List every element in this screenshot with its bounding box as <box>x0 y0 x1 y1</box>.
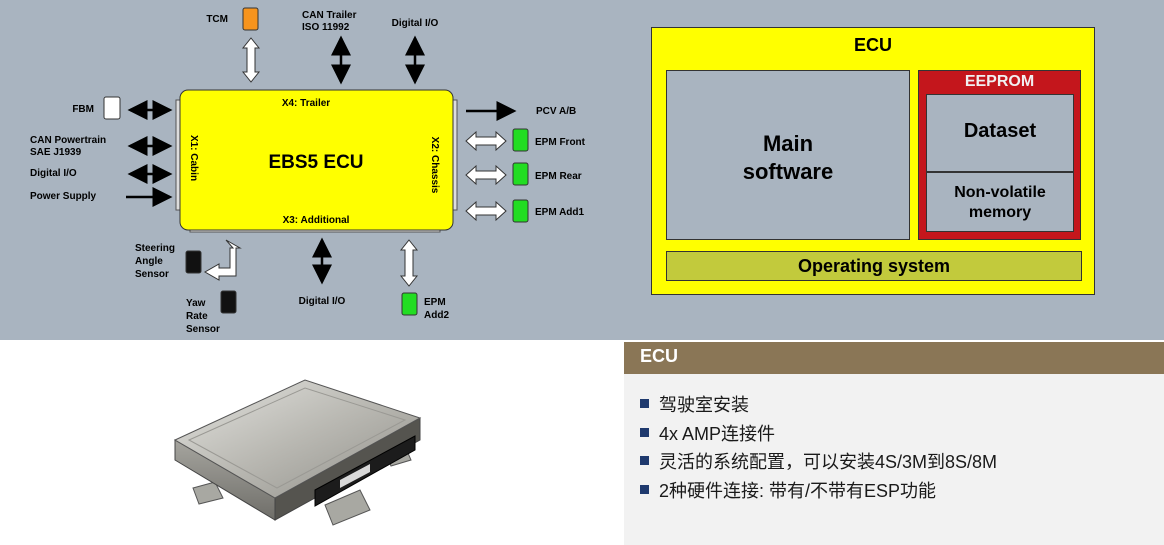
tcm-label: TCM <box>206 14 228 25</box>
epm-front-hollow-arrow-icon <box>465 130 507 152</box>
epm-add2-module-icon <box>401 292 418 316</box>
info-panel-title: ECU <box>640 346 679 366</box>
epm-add2-label-2: Add2 <box>424 310 449 321</box>
nvm-line-1: Non-volatile <box>954 184 1046 201</box>
bullet-square-icon <box>640 427 649 437</box>
main-software-line-2: software <box>742 159 834 184</box>
main-software-box <box>666 70 910 240</box>
feature-bullet: 驾驶室安装 <box>640 394 997 423</box>
non-volatile-memory-box <box>926 172 1074 232</box>
steering-sensor-label-2: Angle <box>135 256 163 267</box>
ecu-title: EBS5 ECU <box>268 152 363 173</box>
steering-sensor-label-3: Sensor <box>135 269 169 280</box>
operating-system-box <box>666 251 1082 281</box>
iso-11992-label: ISO 11992 <box>302 22 350 33</box>
bullet-square-icon <box>640 484 649 494</box>
yaw-sensor-label-3: Sensor <box>186 324 220 335</box>
operating-system-label: Operating system <box>797 256 951 276</box>
info-panel <box>624 342 1164 545</box>
steering-sensor-icon <box>185 250 202 274</box>
epm-front-module-icon <box>512 128 529 152</box>
bottom-digital-io-label: Digital I/O <box>299 296 346 307</box>
yaw-sensor-label-1: Yaw <box>186 298 206 309</box>
epm-add1-module-icon <box>512 199 529 223</box>
can-powertrain-label: CAN Powertrain <box>30 135 106 146</box>
fbm-module-icon <box>103 96 121 120</box>
left-digital-io-label: Digital I/O <box>30 168 77 179</box>
epm-add1-hollow-arrow-icon <box>465 200 507 222</box>
housing-top-lid <box>173 379 422 499</box>
eeprom-label: EEPROM <box>964 73 1035 90</box>
nvm-line-2: memory <box>968 204 1032 221</box>
epm-add2-hollow-arrow-icon <box>399 239 419 287</box>
info-panel-header <box>624 342 1164 374</box>
non-volatile-memory-label: Non-volatile memory <box>926 183 1074 223</box>
port-x2-label: X2: Chassis <box>429 137 440 194</box>
feature-bullet-text: 4x AMP连接件 <box>659 423 776 444</box>
port-x1-label: X1: Cabin <box>188 135 199 181</box>
can-trailer-label: CAN Trailer <box>302 10 357 21</box>
epm-front-label: EPM Front <box>535 137 586 148</box>
feature-bullet-list: 驾驶室安装 4x AMP连接件 灵活的系统配置，可以安装4S/3M到8S/8M … <box>640 394 997 508</box>
steering-sensor-label-1: Steering <box>135 243 175 254</box>
yaw-sensor-icon <box>220 290 237 314</box>
sensor-hollow-arrow-icon <box>203 239 242 281</box>
feature-bullet-text: 2种硬件连接: 带有/不带有ESP功能 <box>659 480 937 501</box>
epm-add2-label-1: EPM <box>424 297 446 308</box>
port-x4-label: X4: Trailer <box>282 98 330 109</box>
main-software-label: Main software <box>666 130 910 186</box>
mounting-flange-left <box>192 481 224 505</box>
top-digital-io-label: Digital I/O <box>392 18 439 29</box>
power-supply-label: Power Supply <box>30 191 97 202</box>
pcv-label: PCV A/B <box>536 106 576 117</box>
dataset-label: Dataset <box>963 120 1037 142</box>
main-software-line-1: Main <box>762 131 814 156</box>
epm-add1-label: EPM Add1 <box>535 207 585 218</box>
feature-bullet-text: 驾驶室安装 <box>659 395 749 415</box>
ebs5-ecu-box <box>179 89 454 231</box>
ebs5-system-diagram: EBS5 ECU X4: Trailer X3: Additional X1: … <box>30 7 586 335</box>
ecu-product-photo <box>173 379 422 526</box>
bullet-square-icon <box>640 399 649 408</box>
mounting-flange-front <box>324 489 371 526</box>
tcm-hollow-arrow-icon <box>241 37 261 83</box>
epm-rear-label: EPM Rear <box>535 171 582 182</box>
feature-bullet: 4x AMP连接件 <box>640 423 997 452</box>
epm-rear-module-icon <box>512 162 529 186</box>
feature-bullet: 灵活的系统配置，可以安装4S/3M到8S/8M <box>640 451 997 480</box>
epm-rear-hollow-arrow-icon <box>465 164 507 186</box>
sae-j1939-label: SAE J1939 <box>30 147 82 158</box>
dataset-box <box>926 94 1074 172</box>
bullet-square-icon <box>640 456 649 465</box>
feature-bullet: 2种硬件连接: 带有/不带有ESP功能 <box>640 480 997 509</box>
tcm-module-icon <box>242 7 259 31</box>
yaw-sensor-label-2: Rate <box>186 311 208 322</box>
feature-bullet-text: 灵活的系统配置，可以安装4S/3M到8S/8M <box>659 452 998 472</box>
ecu-architecture-title: ECU <box>853 35 892 55</box>
fbm-label: FBM <box>72 104 94 115</box>
housing-lid-edge <box>187 387 407 489</box>
port-x3-label: X3: Additional <box>283 215 350 226</box>
connector-label-sticker <box>340 464 370 488</box>
